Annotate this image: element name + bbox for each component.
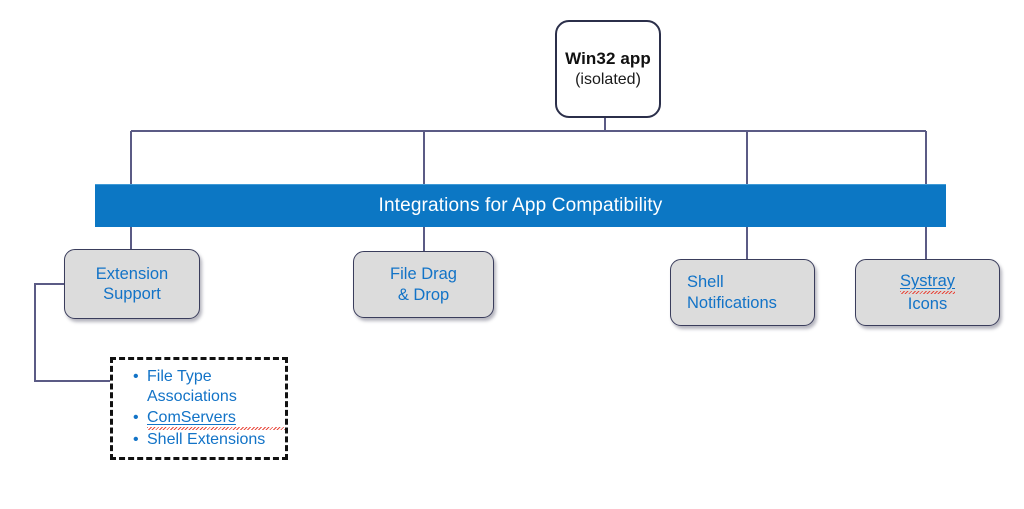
banner-integrations-for-app-compatibility[interactable]: Integrations for App Compatibility: [95, 184, 946, 227]
detail-line-1: ComServers: [147, 407, 285, 430]
extension-support-line-2: Support: [103, 285, 161, 303]
node-win32-app[interactable]: Win32 app (isolated): [555, 20, 661, 118]
bullet-icon: •: [133, 408, 139, 426]
win32-app-title: Win32 app: [565, 49, 651, 69]
shell-notifications-line-1: Shell: [687, 273, 724, 292]
extension-support-line-1: Extension: [95, 264, 169, 283]
detail-line-1: File Type: [147, 368, 212, 386]
win32-app-subtitle: (isolated): [575, 71, 641, 89]
detail-line-2: Associations: [147, 388, 237, 406]
file-drag-and-drop-line-1: File Drag: [390, 265, 457, 284]
node-file-drag-and-drop[interactable]: File Drag & Drop: [353, 251, 494, 318]
shell-notifications-line-2: Notifications: [687, 293, 777, 312]
detail-file-type-associations: File Type Associations: [147, 367, 285, 407]
bullet-icon: •: [133, 368, 139, 386]
detail-line-1: Shell Extensions: [147, 430, 266, 448]
list-item[interactable]: • ComServers: [133, 407, 285, 430]
node-systray-icons[interactable]: Systray Icons: [855, 259, 1000, 326]
node-extension-support[interactable]: Extension Support: [64, 249, 200, 319]
list-item[interactable]: • Shell Extensions: [133, 430, 285, 450]
banner-label: Integrations for App Compatibility: [378, 195, 663, 216]
systray-icons-line-2: Icons: [907, 294, 948, 313]
bullet-icon: •: [133, 430, 139, 448]
systray-icons-line-1: Systray: [899, 271, 955, 294]
group-extension-support-details[interactable]: • File Type Associations • ComServers • …: [110, 357, 288, 460]
node-shell-notifications[interactable]: Shell Notifications: [670, 259, 815, 326]
list-item[interactable]: • File Type Associations: [133, 367, 285, 407]
file-drag-and-drop-line-2: & Drop: [397, 285, 450, 304]
detail-comservers: ComServers: [147, 407, 285, 430]
detail-shell-extensions: Shell Extensions: [147, 430, 285, 450]
